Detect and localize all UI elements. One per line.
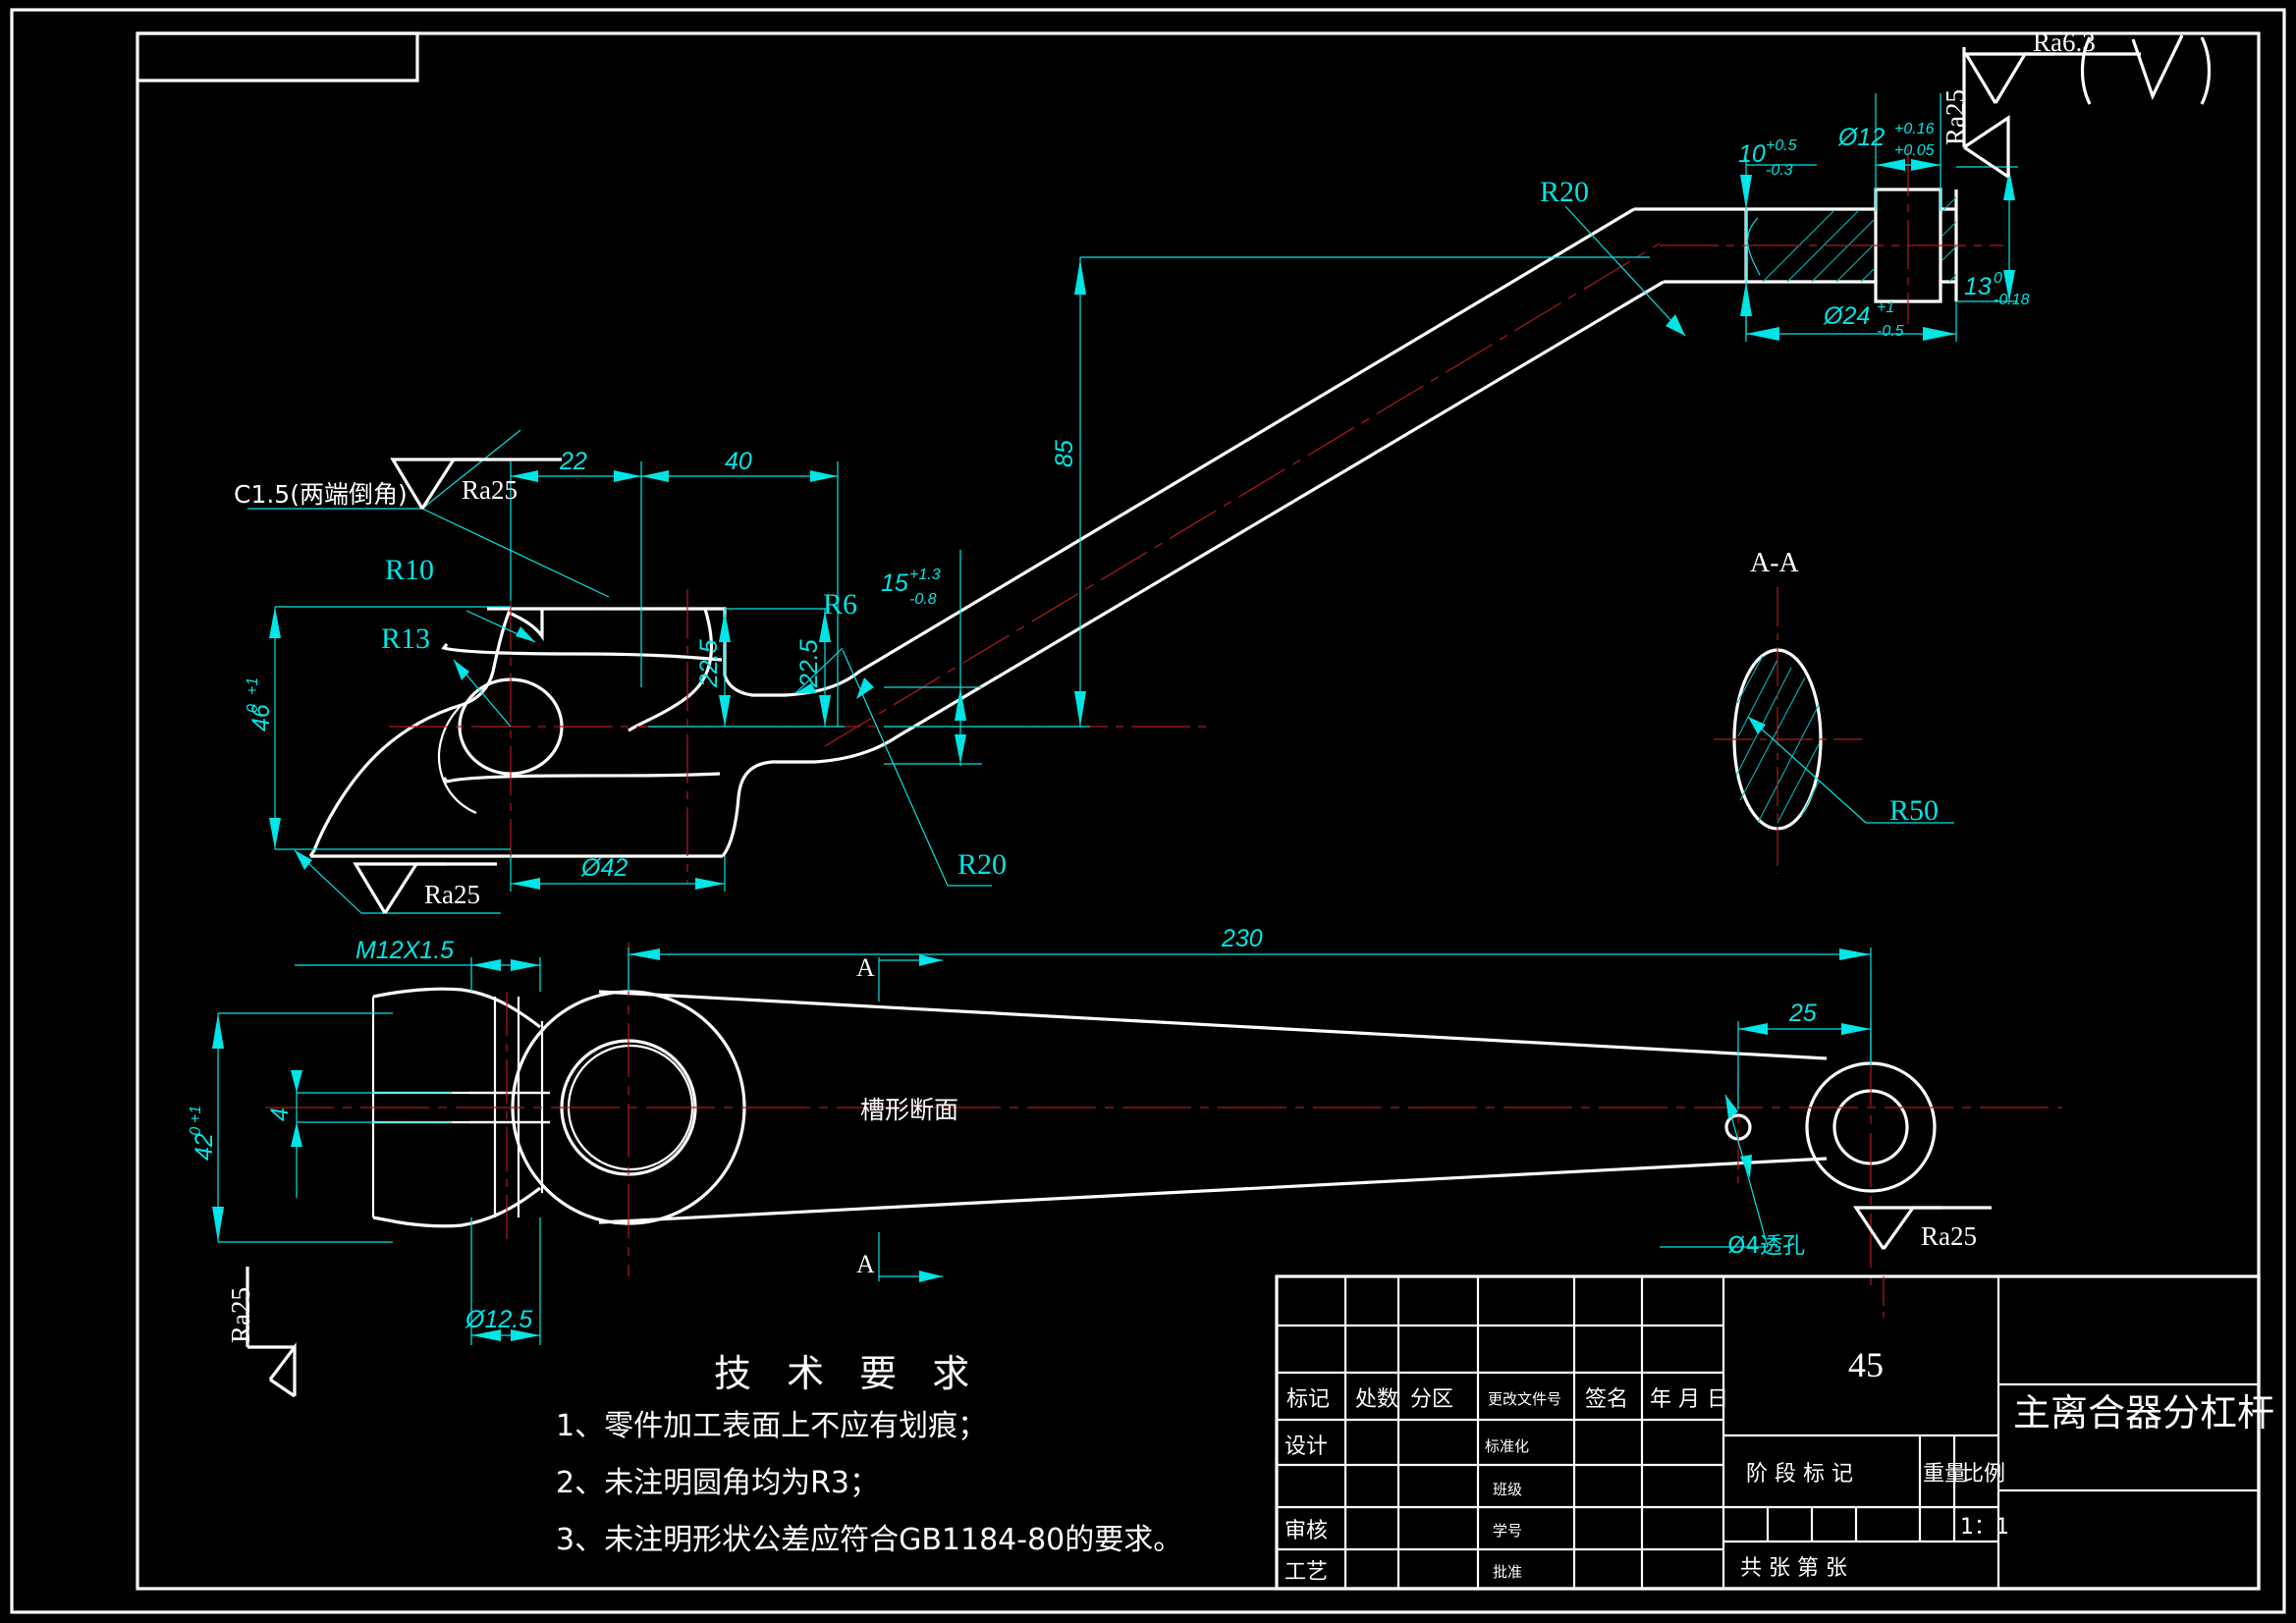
title-block-frame <box>1275 1274 2261 1591</box>
sheet-outer-border <box>10 8 2286 1614</box>
dimension-m12x1-5: M12X1.5 <box>355 937 454 964</box>
roughness-symbol-ra25-chamfer <box>390 458 562 510</box>
titleblock-header-marker: 标记 <box>1286 1387 1330 1412</box>
dimension-10: 10 <box>1738 140 1766 168</box>
titleblock-row-label-design: 设计 <box>1285 1434 1328 1459</box>
dimension-phi24-tol-upper: +1 <box>1877 299 1894 316</box>
titleblock-scale-value: 1：1 <box>1960 1515 2009 1540</box>
roughness-symbol-ra25-topright <box>1962 47 2010 179</box>
dimension-10-tol-lower: -0.3 <box>1766 162 1793 179</box>
radius-label-r13: R13 <box>381 622 430 655</box>
roughness-symbol-ra25-planleft <box>246 1267 297 1398</box>
dimension-phi24-tol-lower: -0.5 <box>1877 323 1904 340</box>
section-view-label-aa: A-A <box>1750 548 1800 578</box>
tech-requirement-1: 1、零件加工表面上不应有划痕； <box>556 1409 987 1443</box>
dimension-phi12-group: Ø12 +0.16 +0.05 <box>1837 121 1935 159</box>
dimension-phi12: Ø12 <box>1837 124 1885 151</box>
note-chamfer-label: C1.5(两端倒角) <box>234 480 408 509</box>
titleblock-header-date: 年 月 日 <box>1650 1387 1728 1412</box>
dimension-22-5-a: 22.5 <box>695 639 723 688</box>
dimension-4: 4 <box>266 1108 294 1121</box>
roughness-symbol-ra25-planright <box>1853 1206 1992 1250</box>
dimension-22-5-b: 22.5 <box>795 639 823 688</box>
section-mark-a-top: A <box>856 953 875 982</box>
sheet-corner-box <box>137 31 419 82</box>
dimension-42: 42 <box>191 1133 218 1161</box>
titleblock-scale-label: 比例 <box>1962 1462 2005 1487</box>
titleblock-part-name: 主离合器分杠杆 <box>2013 1391 2274 1434</box>
dimension-230: 230 <box>1221 925 1263 952</box>
roughness-label-ra63: Ra6.3 <box>2033 27 2096 57</box>
titleblock-row-mid-studentid: 学号 <box>1493 1522 1522 1540</box>
titleblock-header-signature: 签名 <box>1585 1387 1628 1412</box>
note-groove-section-label: 槽形断面 <box>860 1096 958 1124</box>
titleblock-material: 45 <box>1848 1345 1884 1384</box>
tech-requirements-heading: 技 术 要 求 <box>714 1352 981 1395</box>
dimension-42-tol-upper: +1 <box>188 1106 204 1123</box>
radius-label-r50: R50 <box>1889 794 1939 827</box>
dimension-42-tol-lower: -0 <box>188 1127 204 1141</box>
roughness-label-ra25-frontbottom: Ra25 <box>424 880 480 909</box>
roughness-symbol-ra25-frontbottom <box>353 862 497 914</box>
dimension-13-tol-lower: -0.18 <box>1994 292 2030 308</box>
titleblock-header-zone: 分区 <box>1410 1387 1453 1412</box>
dimension-46-tol-upper: +1 <box>245 677 261 695</box>
tech-requirement-3: 3、未注明形状公差应符合GB1184-80的要求。 <box>556 1523 1182 1557</box>
titleblock-row-mid-class: 班级 <box>1493 1481 1522 1498</box>
roughness-label-ra25-planleft: Ra25 <box>226 1287 255 1343</box>
dimension-phi12-tol-upper: +0.16 <box>1894 121 1935 137</box>
titleblock-row-label-review: 审核 <box>1285 1519 1328 1543</box>
titleblock-header-qty: 处数 <box>1355 1387 1398 1412</box>
titleblock-row-mid-approve: 批准 <box>1493 1563 1522 1581</box>
dimension-40: 40 <box>725 448 752 475</box>
dimension-15-tol-upper: +1.3 <box>909 567 941 583</box>
dimension-phi24-group: Ø24 +1 -0.5 <box>1823 299 1904 340</box>
leader-r20-top <box>1564 205 1686 337</box>
leader-r6 <box>794 647 844 694</box>
plan-view-dimension-lines <box>212 947 1872 1345</box>
dimension-15-tol-lower: -0.8 <box>909 591 937 608</box>
roughness-bracket-group <box>2080 34 2212 105</box>
section-mark-a-bottom: A <box>856 1250 875 1278</box>
radius-label-r6: R6 <box>823 588 857 621</box>
dimension-phi12-tol-lower: +0.05 <box>1894 142 1935 159</box>
dimension-42-group: 42 +1 -0 <box>188 1106 218 1161</box>
dimension-13-tol-upper: 0 <box>1994 270 2002 287</box>
dimension-10-group: 10 +0.5 -0.3 <box>1738 137 1797 179</box>
dimension-10-tol-upper: +0.5 <box>1766 137 1797 154</box>
dimension-phi12-5: Ø12.5 <box>465 1306 532 1333</box>
sheet-inner-border <box>136 31 2261 1591</box>
dimension-phi24: Ø24 <box>1823 302 1870 330</box>
titleblock-row-mid-standardize: 标准化 <box>1485 1437 1529 1455</box>
radius-label-r20-bottom: R20 <box>957 848 1007 881</box>
titleblock-header-docno: 更改文件号 <box>1488 1390 1561 1408</box>
dimension-46-tol-lower: 0 <box>245 704 261 713</box>
dimension-46: 46 <box>247 704 275 731</box>
dimension-46-group: 46 +1 0 <box>245 677 275 731</box>
roughness-label-ra25-topright: Ra25 <box>1941 89 1970 145</box>
dimension-25: 25 <box>1788 1000 1817 1027</box>
tech-requirement-2: 2、未注明圆角均为R3； <box>556 1466 879 1500</box>
dimension-85: 85 <box>1051 440 1078 467</box>
roughness-label-ra25-chamfer: Ra25 <box>462 475 518 505</box>
right-end-section-hatching <box>1762 196 1957 283</box>
dimension-15-group: 15 +1.3 -0.8 <box>881 567 941 608</box>
section-aa-geometry <box>1714 587 1954 874</box>
dimension-phi42: Ø42 <box>580 854 628 882</box>
titleblock-weight: 重量 <box>1923 1462 1966 1487</box>
dimension-22: 22 <box>559 448 587 475</box>
titleblock-sheet-row: 共 张 第 张 <box>1740 1556 1847 1581</box>
note-through-hole-label: Ø4透孔 <box>1727 1233 1805 1259</box>
titleblock-stage-mark: 阶 段 标 记 <box>1746 1462 1853 1487</box>
radius-label-r20-top: R20 <box>1540 176 1589 208</box>
dimension-13-group: 13 0 -0.18 <box>1964 270 2030 308</box>
front-view-dimension-lines <box>247 93 2018 914</box>
dimension-13: 13 <box>1964 273 1992 300</box>
titleblock-row-label-process: 工艺 <box>1285 1560 1328 1585</box>
roughness-label-ra25-planright: Ra25 <box>1921 1221 1977 1251</box>
dimension-15: 15 <box>881 569 908 597</box>
radius-label-r10: R10 <box>385 554 434 586</box>
